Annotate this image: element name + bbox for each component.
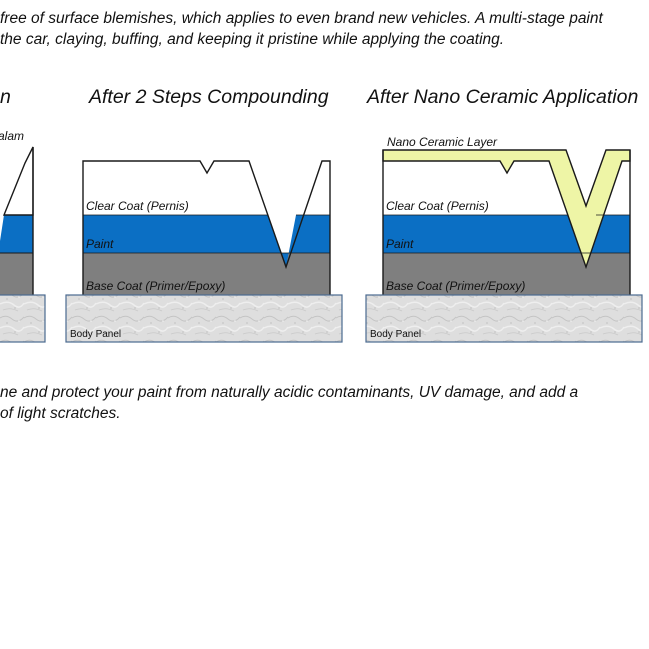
middle-paint-label: Paint	[86, 237, 114, 251]
right-nano-layer-label: Nano Ceramic Layer	[387, 135, 498, 149]
middle-base-coat-layer	[83, 253, 330, 295]
intro-paragraph: free of surface blemishes, which applies…	[0, 8, 603, 50]
middle-paint-layer	[83, 215, 330, 267]
left-partial-panel: n alam	[0, 86, 46, 343]
right-base-coat-label: Base Coat (Primer/Epoxy)	[386, 279, 525, 293]
left-body-panel	[0, 294, 46, 343]
right-clear-coat-layer	[383, 161, 568, 215]
right-paint-label: Paint	[386, 237, 414, 251]
outro-line-1: ne and protect your paint from naturally…	[0, 384, 579, 401]
right-body-panel-label: Body Panel	[370, 329, 421, 340]
right-panel: After Nano Ceramic Application Nano Cera…	[365, 86, 643, 343]
middle-body-panel	[65, 294, 343, 343]
right-panel-title: After Nano Ceramic Application	[366, 86, 638, 108]
left-clear-coat-spike	[2, 146, 34, 216]
left-partial-label: alam	[0, 129, 24, 143]
right-paint-layer	[383, 215, 630, 267]
middle-panel: After 2 Steps Compounding Clear Coat (Pe…	[65, 86, 343, 343]
middle-clear-coat-label: Clear Coat (Pernis)	[86, 199, 189, 213]
middle-body-panel-label: Body Panel	[70, 329, 121, 340]
middle-clear-coat-layer	[83, 161, 268, 215]
middle-base-coat-label: Base Coat (Primer/Epoxy)	[86, 279, 225, 293]
intro-line-1: free of surface blemishes, which applies…	[0, 10, 603, 27]
outro-line-2: of light scratches.	[0, 405, 121, 422]
intro-line-2: the car, claying, buffing, and keeping i…	[0, 31, 505, 48]
right-body-panel	[365, 294, 643, 343]
left-panel-title: n	[0, 86, 11, 108]
right-base-coat-layer	[383, 253, 630, 295]
middle-panel-title: After 2 Steps Compounding	[88, 86, 329, 108]
left-base-coat-layer	[0, 253, 33, 295]
right-clear-coat-label: Clear Coat (Pernis)	[386, 199, 489, 213]
left-paint-layer	[0, 215, 33, 253]
middle-surface-outline	[82, 160, 331, 295]
right-nano-ceramic-layer	[382, 149, 631, 270]
outro-paragraph: ne and protect your paint from naturally…	[0, 382, 578, 424]
